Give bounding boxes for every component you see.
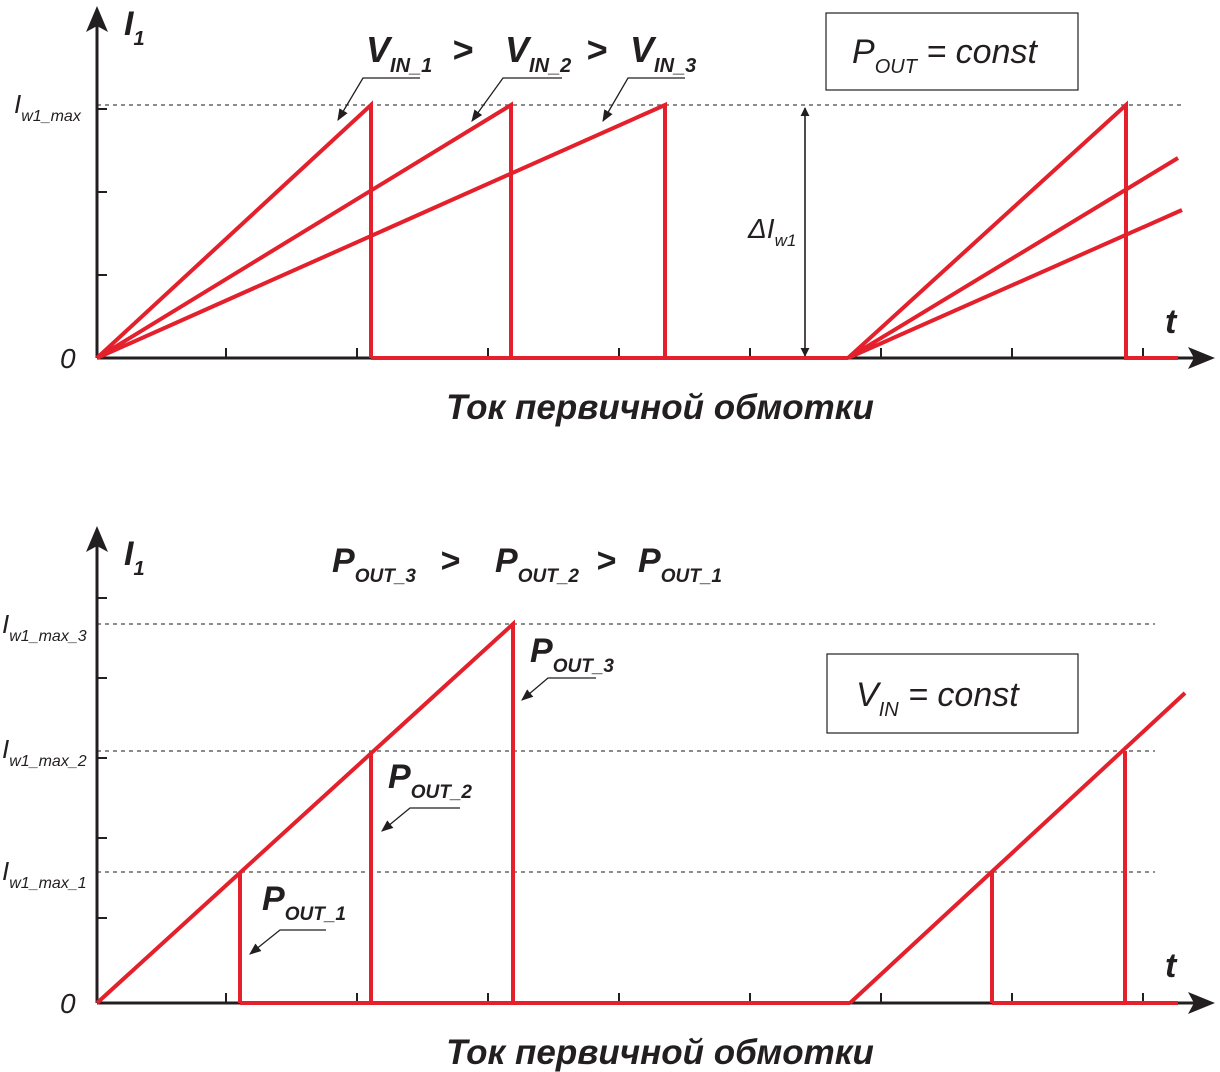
bottom-panel: POUT_3 POUT_2 POUT_1 I1 t 0 Iw1_max_3 Iw…: [2, 526, 1215, 1072]
bottom-x-axis-label: t: [1165, 947, 1178, 985]
bottom-pout1-label: POUT_1: [262, 880, 346, 925]
top-trace-vin2: [95, 101, 513, 360]
top-y-axis: [86, 6, 108, 358]
top-trace-vin3: [96, 101, 667, 360]
bottom-level-max2: Iw1_max_2: [2, 734, 87, 770]
bottom-const-label: VIN = const: [856, 676, 1020, 721]
top-vin2-leader: [471, 77, 562, 122]
top-origin-label: 0: [60, 343, 76, 374]
bottom-pout1-leader: [249, 929, 326, 955]
top-vin1-leader: [337, 77, 420, 122]
top-delta-label: ΔIw1: [747, 213, 796, 250]
top-vin3-leader: [602, 77, 685, 123]
top-trace-vin1: [95, 100, 373, 360]
bottom-trace-ramp: [95, 619, 515, 1005]
bottom-const-box: [826, 653, 1079, 734]
top-caption: Ток первичной обмотки: [446, 388, 874, 427]
top-trace-second-vin1: [846, 100, 1178, 360]
top-panel: ΔIw1 I1 t 0 Iw1_max VIN_1 > VIN_2 > VIN_…: [14, 5, 1215, 427]
top-vin-comparison: VIN_1 > VIN_2 > VIN_3: [366, 29, 696, 80]
bottom-y-ticks: [97, 597, 107, 919]
bottom-origin-label: 0: [60, 988, 76, 1019]
top-x-axis-label: t: [1165, 303, 1178, 341]
top-ymax-label: Iw1_max: [14, 89, 82, 125]
bottom-pout3-leader: [521, 677, 596, 701]
bottom-trace-second-ramp: [848, 691, 1187, 1005]
top-x-ticks: [225, 348, 1144, 358]
top-trace-second-vin2: [846, 156, 1180, 360]
top-const-box: [825, 12, 1079, 91]
bottom-pout2-label: POUT_2: [388, 758, 472, 803]
bottom-caption: Ток первичной обмотки: [446, 1033, 874, 1072]
bottom-pout2-leader: [381, 807, 460, 832]
bottom-y-axis: [86, 526, 108, 1003]
bottom-y-axis-label: I1: [124, 535, 145, 580]
bottom-pout-comparison: POUT_3 > POUT_2 > POUT_1: [332, 542, 722, 590]
top-const-label: POUT = const: [852, 33, 1038, 78]
bottom-level-max3: Iw1_max_3: [2, 609, 87, 645]
bottom-pout3-label: POUT_3: [530, 632, 614, 677]
top-trace-second-vin3: [847, 208, 1183, 360]
bottom-level-max1: Iw1_max_1: [2, 856, 87, 892]
top-y-ticks: [97, 108, 107, 276]
top-y-axis-label: I1: [124, 5, 145, 50]
